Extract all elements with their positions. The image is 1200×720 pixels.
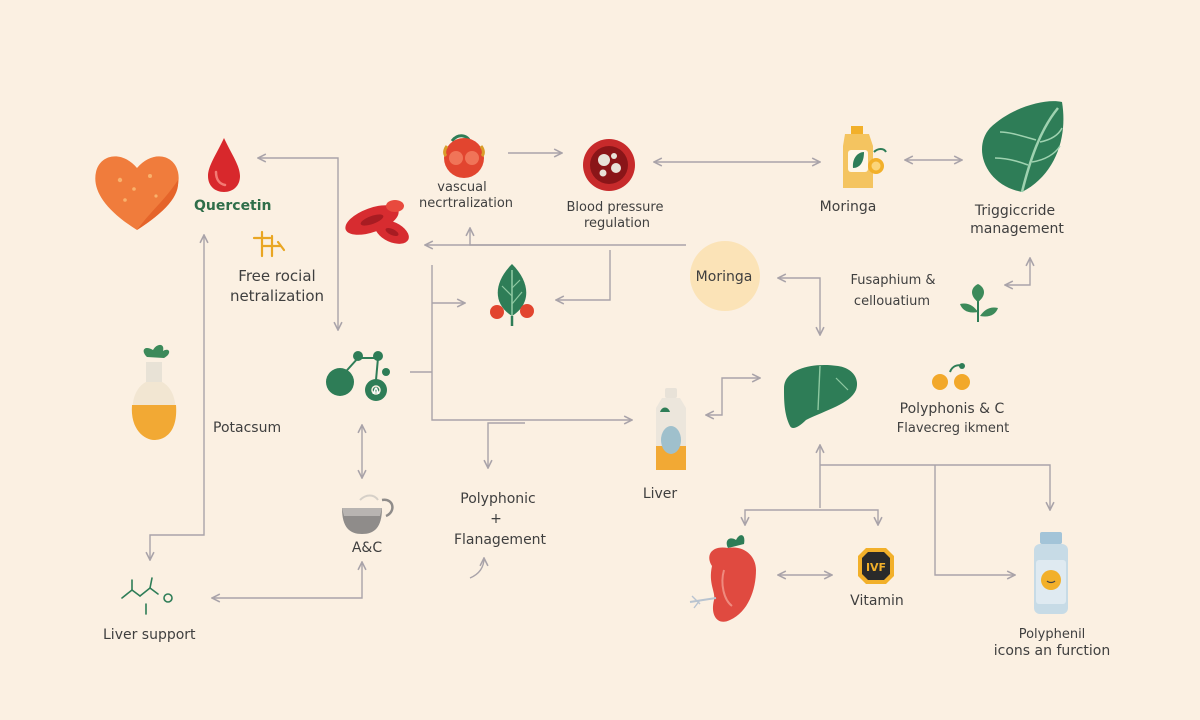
arrow-liver-support-to-cup (212, 562, 362, 598)
label-neutralization: netralization (229, 287, 325, 305)
label-triglyceride-1: Triggiccride (974, 203, 1056, 219)
arrow-liver-to-bottle (820, 464, 1050, 510)
label-polyphonic-1: Polyphonic (460, 491, 536, 507)
arrow-bp-to-plant (556, 250, 611, 300)
heart-icon (95, 156, 179, 230)
tomato-icon (443, 134, 485, 178)
red-blood-cells-icon (345, 200, 409, 244)
label-polyphonic-c-2: Flavecreg ikment (896, 421, 1010, 436)
label-polyphonic-c-1: Polyphonis & C (899, 401, 1005, 417)
blood-cell-circle-icon (583, 139, 635, 191)
cup-letter: A (372, 387, 380, 397)
bottle-icon (656, 388, 686, 470)
leaf-plant-icon (490, 264, 534, 326)
label-fusaphium-2: cellouatium (853, 294, 931, 309)
label-polyphenol-2: icons an furction (993, 643, 1111, 659)
label-quercetin: Quercetin (194, 198, 272, 214)
label-liver: Liver (642, 486, 678, 502)
label-blood-pressure-1: Blood pressure (566, 200, 664, 215)
arrow-liver-tree (745, 509, 878, 525)
arrow-triglyceride-to-fusaphium (1005, 258, 1030, 285)
label-potassium: Potacsum (213, 420, 282, 436)
supplement-bottle-icon (1034, 532, 1068, 614)
label-fusaphium-1: Fusaphium & (850, 273, 936, 288)
arrow-liver-branch (934, 465, 1015, 575)
molecule-icon (326, 351, 390, 401)
flask-icon (131, 344, 177, 440)
label-vitamin: Vitamin (850, 593, 904, 609)
label-triglyceride-2: management (970, 221, 1064, 237)
label-moringa-center: Moringa (695, 269, 753, 285)
label-moringa-top: Moringa (819, 199, 877, 215)
orange-fruit-icon (932, 363, 970, 390)
label-vascular-1: vascual (437, 180, 487, 195)
vitamin-badge-text: IVF (866, 561, 886, 574)
arrow-molecule-to-plant (431, 265, 632, 420)
label-liver-support: Liver support (103, 627, 196, 643)
arrow-bottle-to-liver (706, 378, 760, 415)
arrow-moringa-to-center (778, 278, 820, 335)
arrow-quercetin-to-liver-support (150, 235, 204, 560)
moringa-circle (690, 241, 760, 311)
liver-icon (784, 364, 858, 428)
cup-icon (342, 494, 394, 534)
molecule-glyph-icon (252, 230, 286, 258)
connectors (150, 153, 1050, 598)
label-ac: A&C (351, 540, 383, 556)
juice-bottle-icon (843, 126, 887, 188)
label-vascular-2: necrtralization (418, 196, 514, 211)
sprout-icon (960, 284, 998, 322)
arrow-polyphonic-curl (469, 558, 484, 579)
label-blood-pressure-2: regulation (583, 216, 651, 231)
label-polyphenol-1: Polyphenil (1018, 627, 1086, 642)
blood-drop-icon (208, 138, 240, 192)
leaf-icon (981, 101, 1064, 193)
label-free-radical: Free rocial (238, 267, 316, 285)
arrow-vascular-to-redcells (470, 228, 686, 246)
kidney-icon (689, 535, 756, 622)
label-polyphonic-plus: + (490, 511, 502, 527)
arrow-quercetin-to-molecule (258, 158, 338, 330)
liver-support-molecule-icon (121, 577, 173, 615)
arrow-to-polyphonic (488, 422, 525, 468)
label-polyphonic-2: Flanagement (453, 532, 547, 548)
vitamin-badge-icon: IVF (858, 548, 894, 584)
